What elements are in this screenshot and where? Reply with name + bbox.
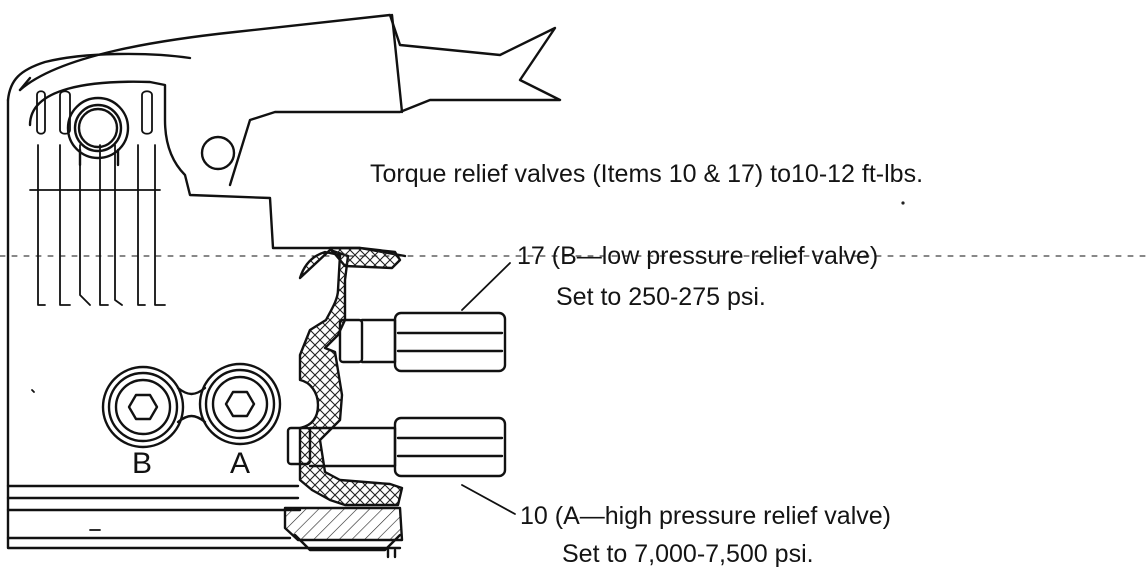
pump-body: [6, 52, 407, 559]
pump-handle: [18, 13, 562, 187]
valve-10-callout: 10 (A—high pressure relief valve): [520, 502, 891, 530]
body-slots: [29, 90, 166, 531]
leader-line-10: [461, 484, 516, 515]
valve-17-setting: Set to 250-275 psi.: [556, 283, 766, 311]
valve-10-setting: Set to 7,000-7,500 psi.: [562, 540, 814, 568]
torque-instruction: Torque relief valves (Items 10 & 17) to1…: [370, 160, 924, 188]
housing-base: [283, 506, 404, 542]
port-plug-b: [101, 365, 185, 449]
plug-bridge: [176, 386, 207, 424]
seal-top: [328, 246, 402, 270]
stray-dot: [901, 201, 905, 205]
handle-hole: [200, 135, 236, 171]
port-label-b: B: [132, 447, 153, 480]
valve-17-callout: 17 (B—low pressure relief valve): [517, 242, 879, 270]
leader-line-17: [461, 262, 511, 311]
port-plug-a: [198, 362, 282, 446]
relief-valve-17-fitting: [338, 311, 507, 373]
port-label-a: A: [230, 447, 251, 480]
relief-valve-10-fitting: [286, 416, 507, 478]
pivot-bushing: [66, 96, 130, 167]
